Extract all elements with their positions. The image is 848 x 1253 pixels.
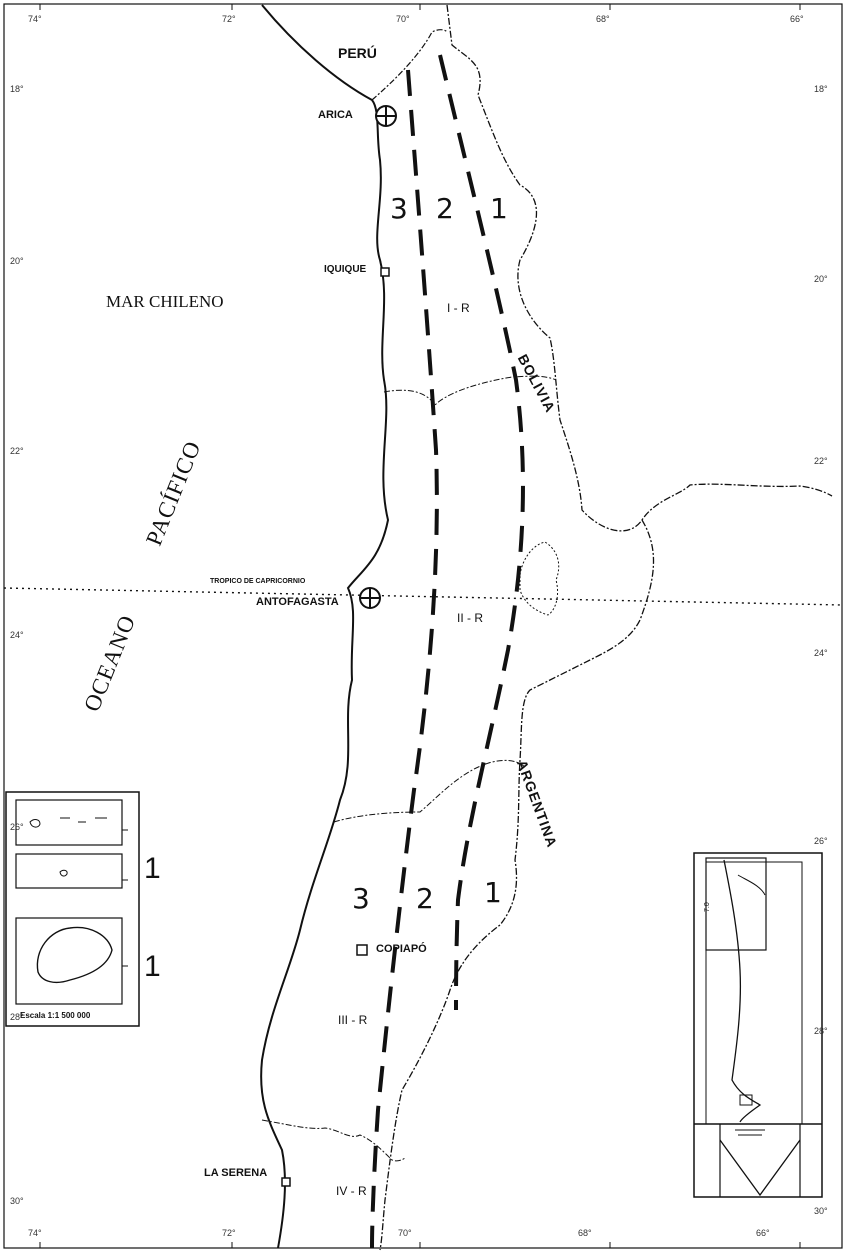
label-region-2: II - R xyxy=(457,611,483,625)
zone-line-east xyxy=(438,54,525,1011)
tick-bottom-72: 72° xyxy=(222,1228,236,1238)
la-serena-marker xyxy=(281,1177,291,1187)
copiapo-marker xyxy=(356,944,368,956)
iquique-marker xyxy=(380,267,390,277)
tick-left-28: 28° xyxy=(10,1012,24,1022)
tick-right-24: 24° xyxy=(814,648,828,658)
argentina-border xyxy=(379,519,655,1251)
left-inset-map xyxy=(5,791,140,1027)
label-peru: PERÚ xyxy=(338,45,377,61)
tick-top-72: 72° xyxy=(222,14,236,24)
map-frame xyxy=(3,3,843,1249)
tick-left-18: 18° xyxy=(10,84,24,94)
graticule-ticks xyxy=(39,4,801,1248)
tick-bottom-70: 70° xyxy=(398,1228,412,1238)
zone-number-north-3: 3 xyxy=(390,192,408,225)
zone-number-south-2: 2 xyxy=(416,882,434,915)
label-mar-chileno: MAR CHILENO xyxy=(106,292,224,311)
label-antofagasta: ANTOFAGASTA xyxy=(256,596,339,608)
zone-number-north-1: 1 xyxy=(490,192,508,225)
tick-top-74: 74° xyxy=(28,14,42,24)
tick-bottom-68: 68° xyxy=(578,1228,592,1238)
right-inset-map xyxy=(693,852,823,1198)
zone-line-west xyxy=(370,69,439,1249)
tick-right-30: 30° xyxy=(814,1206,828,1216)
tick-bottom-66: 66° xyxy=(756,1228,770,1238)
tick-left-20: 20° xyxy=(10,256,24,266)
coastline xyxy=(260,4,390,1249)
tick-right-20: 20° xyxy=(814,274,828,284)
tick-left-24: 24° xyxy=(10,630,24,640)
tick-top-68: 68° xyxy=(596,14,610,24)
tick-top-66: 66° xyxy=(790,14,804,24)
tick-left-22: 22° xyxy=(10,446,24,456)
tick-top-70: 70° xyxy=(396,14,410,24)
label-region-3: III - R xyxy=(338,1013,368,1027)
boundary-r2-r3 xyxy=(333,759,527,823)
zone-number-north-2: 2 xyxy=(436,192,454,225)
antofagasta-marker xyxy=(359,587,381,609)
inset-bracket-1: 1 xyxy=(144,852,161,885)
eastern-border xyxy=(446,4,833,532)
tick-right-22: 22° xyxy=(814,456,828,466)
tick-bottom-74: 74° xyxy=(28,1228,42,1238)
tick-right-18: 18° xyxy=(814,84,828,94)
boundary-r1-r2 xyxy=(383,375,557,406)
tick-left-26: 26° xyxy=(10,822,24,832)
tropic-of-capricorn-line xyxy=(3,587,843,606)
arica-marker xyxy=(375,105,397,127)
inset-scale-label: Escala 1:1 500 000 xyxy=(20,1011,91,1020)
label-la-serena: LA SERENA xyxy=(204,1167,268,1179)
tick-right-28: 28° xyxy=(814,1026,828,1036)
inset-bracket-2: 1 xyxy=(144,950,161,983)
boundary-r3-r4 xyxy=(261,1119,406,1162)
right-inset-label: 7.0 xyxy=(704,902,711,912)
label-tropic: TROPICO DE CAPRICORNIO xyxy=(210,578,306,585)
label-copiapo: COPIAPÓ xyxy=(376,943,427,955)
zone-number-south-1: 1 xyxy=(484,876,502,909)
tick-right-26: 26° xyxy=(814,836,828,846)
salar-outline xyxy=(519,541,560,616)
label-iquique: IQUIQUE xyxy=(324,264,367,275)
peru-border xyxy=(371,29,448,101)
zone-number-south-3: 3 xyxy=(352,882,370,915)
label-region-4: IV - R xyxy=(336,1184,367,1198)
label-region-1: I - R xyxy=(447,301,470,315)
label-arica: ARICA xyxy=(318,109,353,121)
tick-left-30: 30° xyxy=(10,1196,24,1206)
